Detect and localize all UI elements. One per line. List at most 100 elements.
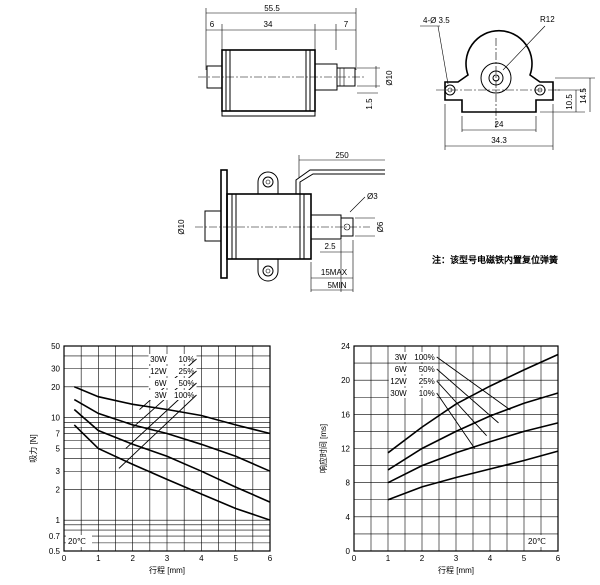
dim-h1: 10.5 xyxy=(565,94,574,110)
dim-dia: Ø10 xyxy=(385,70,394,86)
legend-power: 3W xyxy=(395,353,407,362)
y-tick-label: 0 xyxy=(346,547,351,556)
dim-width-inner: 24 xyxy=(495,120,504,129)
dim-left: 6 xyxy=(210,20,215,29)
x-tick-label: 0 xyxy=(352,554,357,563)
legend-bg xyxy=(388,388,437,398)
y-tick-label: 30 xyxy=(51,365,60,374)
plot-frame xyxy=(63,345,271,552)
y-tick-label: 2 xyxy=(56,485,61,494)
legend-bg xyxy=(148,354,197,364)
dim-dia-right: Ø6 xyxy=(376,221,385,232)
legend-duty: 100% xyxy=(174,391,194,400)
dim-width-outer: 34.3 xyxy=(491,136,507,145)
front-view: 250 Ø3 Ø10 Ø6 2.5 15MAX 5MIN xyxy=(177,151,385,292)
dim-dia-left: Ø10 xyxy=(177,219,186,235)
x-tick-label: 1 xyxy=(386,554,391,563)
x-tick-label: 0 xyxy=(62,554,67,563)
x-tick-label: 6 xyxy=(556,554,561,563)
legend-power: 30W xyxy=(150,355,167,364)
curve-3w xyxy=(387,353,559,454)
curve-3w xyxy=(73,424,271,521)
temperature-bg xyxy=(526,535,552,547)
legend-leader xyxy=(436,392,476,449)
temperature-label: 20℃ xyxy=(528,537,546,546)
y-tick-label: 12 xyxy=(341,445,350,454)
y-tick-label: 7 xyxy=(56,430,61,439)
x-tick-label: 4 xyxy=(488,554,493,563)
legend-power: 30W xyxy=(390,389,407,398)
legend-power: 3W xyxy=(155,391,167,400)
temperature-label: 20℃ xyxy=(68,537,86,546)
y-tick-label: 16 xyxy=(341,410,350,419)
legend-duty: 100% xyxy=(414,353,434,362)
legend-duty: 25% xyxy=(179,367,195,376)
legend-bg xyxy=(148,366,197,376)
x-tick-label: 3 xyxy=(165,554,170,563)
y-tick-label: 10 xyxy=(51,414,60,423)
dim-gap: 2.5 xyxy=(324,242,336,251)
legend-duty: 25% xyxy=(419,377,435,386)
side-view: 55.5 6 34 7 Ø10 1.5 xyxy=(198,4,394,117)
dim-offset: 1.5 xyxy=(365,98,374,110)
curve-30w xyxy=(73,386,271,435)
curve-12w xyxy=(73,398,271,472)
x-tick-label: 4 xyxy=(199,554,204,563)
y-tick-label: 20 xyxy=(341,376,350,385)
legend-duty: 50% xyxy=(419,365,435,374)
legend-leader xyxy=(436,356,511,411)
legend-bg xyxy=(388,376,437,386)
legend-power: 12W xyxy=(390,377,407,386)
y-axis-label: 吸力 [N] xyxy=(28,434,38,462)
y-tick-label: 0.7 xyxy=(49,532,61,541)
y-tick-label: 0.5 xyxy=(49,547,61,556)
legend-bg xyxy=(148,378,197,388)
legend-duty: 10% xyxy=(419,389,435,398)
x-tick-label: 2 xyxy=(130,554,135,563)
x-tick-label: 3 xyxy=(454,554,459,563)
curve-30w xyxy=(387,450,559,501)
y-tick-label: 5 xyxy=(56,445,61,454)
y-tick-label: 3 xyxy=(56,467,61,476)
y-tick-label: 24 xyxy=(341,342,350,351)
x-axis-label: 行程 [mm] xyxy=(438,565,474,575)
y-tick-label: 20 xyxy=(51,383,60,392)
y-tick-label: 50 xyxy=(51,342,60,351)
dim-overall: 55.5 xyxy=(264,4,280,13)
legend-bg xyxy=(388,364,437,374)
x-tick-label: 6 xyxy=(268,554,273,563)
legend-bg xyxy=(148,390,197,400)
x-tick-label: 2 xyxy=(420,554,425,563)
y-tick-label: 8 xyxy=(346,479,351,488)
y-tick-label: 4 xyxy=(346,513,351,522)
legend-bg xyxy=(388,352,437,362)
dim-lead: 250 xyxy=(335,151,349,160)
spring-note: 注：该型号电磁铁内置复位弹簧 xyxy=(432,254,558,265)
curve-6w xyxy=(387,392,559,471)
curve-6w xyxy=(73,408,271,503)
dim-body: 34 xyxy=(264,20,273,29)
legend-leader xyxy=(436,368,499,424)
dim-h2: 14.5 xyxy=(579,88,588,104)
y-tick-label: 1 xyxy=(56,516,61,525)
x-axis-label: 行程 [mm] xyxy=(149,565,185,575)
legend-power: 6W xyxy=(155,379,167,388)
dim-right: 7 xyxy=(344,20,349,29)
temperature-bg xyxy=(66,535,92,547)
x-tick-label: 1 xyxy=(96,554,101,563)
curve-12w xyxy=(387,422,559,484)
legend-duty: 10% xyxy=(179,355,195,364)
dim-stroke-min: 5MIN xyxy=(327,281,346,290)
legend-leader xyxy=(118,394,197,469)
dim-stroke-max: 15MAX xyxy=(321,268,348,277)
plot-frame xyxy=(353,345,559,552)
dim-holes: 4-Ø 3.5 xyxy=(423,16,450,25)
y-axis-label: 响应时间 [ms] xyxy=(318,424,328,473)
legend-power: 6W xyxy=(395,365,407,374)
legend-duty: 50% xyxy=(179,379,195,388)
x-tick-label: 5 xyxy=(522,554,527,563)
